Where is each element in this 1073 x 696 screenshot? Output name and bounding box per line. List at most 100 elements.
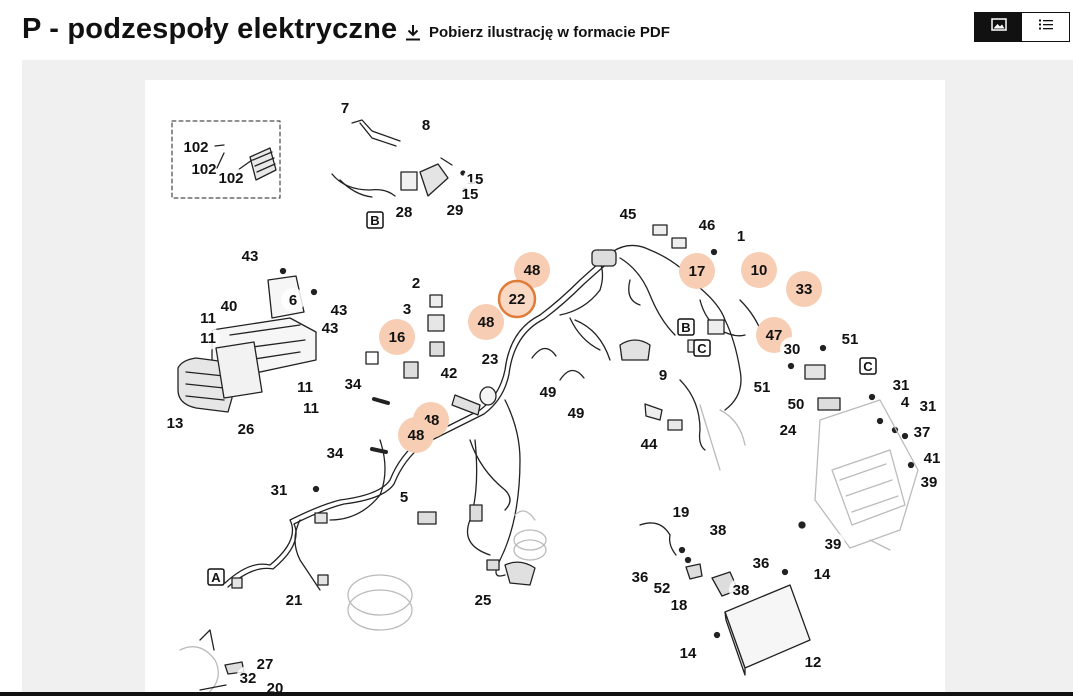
callout-highlight[interactable]	[786, 271, 822, 307]
callout-15: 15	[458, 182, 482, 206]
callout-3: 3	[395, 297, 419, 321]
callout-8: 8	[414, 113, 438, 137]
callout-label: 11	[200, 330, 216, 347]
connector-marker-label: B	[681, 320, 690, 335]
callout-48[interactable]: 48	[468, 304, 504, 340]
callout-28: 28	[392, 200, 416, 224]
callout-highlight[interactable]	[679, 253, 715, 289]
callout-bg	[281, 288, 305, 312]
callout-label: 16	[389, 329, 406, 346]
download-pdf-link[interactable]: Pobierz ilustrację w formacie PDF	[405, 24, 670, 41]
callout-bg	[414, 113, 438, 137]
callout-label: 13	[167, 415, 184, 432]
callout-bg	[669, 500, 693, 524]
list-icon	[1038, 18, 1054, 36]
callout-label: 4	[901, 394, 910, 411]
callout-42: 42	[437, 361, 461, 385]
callout-27: 27	[253, 652, 277, 676]
callout-bg	[616, 202, 640, 226]
callout-12: 12	[801, 650, 825, 674]
callout-16[interactable]: 16	[379, 319, 415, 355]
callout-2: 2	[404, 271, 428, 295]
callout-label: 43	[322, 320, 339, 337]
callout-bg	[536, 380, 560, 404]
callout-46: 46	[695, 213, 719, 237]
callout-label: 49	[540, 384, 557, 401]
callout-label: 48	[478, 314, 495, 331]
callout-label: 11	[200, 310, 216, 327]
callout-bg	[293, 375, 317, 399]
callout-37: 37	[910, 420, 934, 444]
callout-33[interactable]: 33	[786, 271, 822, 307]
callout-label: 8	[422, 117, 430, 134]
callout-bg	[238, 244, 262, 268]
callout-11: 11	[293, 375, 317, 399]
page-title: P - podzespoły elektryczne	[22, 13, 398, 45]
callout-label: 51	[754, 379, 771, 396]
callout-label: 30	[784, 341, 801, 358]
callout-22[interactable]: 22	[497, 279, 537, 319]
callout-label: 31	[893, 377, 910, 394]
callout-17[interactable]: 17	[679, 253, 715, 289]
callout-bg	[651, 363, 675, 387]
callout-48[interactable]: 48	[514, 252, 550, 288]
callout-highlight[interactable]	[514, 252, 550, 288]
callout-51: 51	[750, 375, 774, 399]
callout-bg	[458, 182, 482, 206]
connector-marker-b: B	[366, 211, 384, 229]
callout-label: 19	[673, 504, 690, 521]
callout-label: 36	[753, 555, 770, 572]
callout-highlight[interactable]	[398, 417, 434, 453]
callout-7: 7	[333, 96, 357, 120]
callout-43: 43	[327, 298, 351, 322]
callout-label: 21	[286, 592, 303, 609]
callout-label: 48	[524, 262, 541, 279]
callout-label: 29	[447, 202, 464, 219]
callout-bg	[917, 470, 941, 494]
connector-marker-box	[207, 568, 225, 586]
connector-marker-box	[859, 357, 877, 375]
callout-highlight[interactable]	[497, 279, 537, 319]
callout-label: 28	[396, 204, 413, 221]
callout-bg	[910, 420, 934, 444]
callout-label: 36	[632, 569, 649, 586]
callout-bg	[920, 446, 944, 470]
callout-label: 47	[766, 327, 783, 344]
callout-highlight[interactable]	[379, 319, 415, 355]
callout-highlight[interactable]	[468, 304, 504, 340]
callout-label: 11	[303, 400, 319, 417]
callout-bg	[750, 375, 774, 399]
callout-label: 38	[733, 582, 750, 599]
callout-18: 18	[667, 593, 691, 617]
callout-11: 11	[299, 396, 323, 420]
bottom-border	[0, 692, 1073, 696]
connector-marker-label: C	[863, 359, 873, 374]
callout-bg	[236, 666, 260, 690]
list-view-button[interactable]	[1022, 13, 1069, 41]
callout-label: 12	[805, 654, 822, 671]
page-header: P - podzespoły elektryczne Pobierz ilust…	[0, 0, 1073, 60]
callout-bg	[706, 518, 730, 542]
callout-19: 19	[669, 500, 693, 524]
callout-31: 31	[267, 478, 291, 502]
callout-48[interactable]: 48	[398, 417, 434, 453]
callout-102: 102	[218, 166, 244, 190]
download-pdf-label: Pobierz ilustrację w formacie PDF	[429, 24, 670, 41]
connector-marker-box	[693, 339, 711, 357]
callout-label: 33	[796, 281, 813, 298]
callout-label: 24	[780, 422, 797, 439]
callout-bg	[184, 135, 208, 159]
image-view-button[interactable]	[975, 13, 1022, 41]
callout-label: 42	[441, 365, 458, 382]
callout-bg	[637, 432, 661, 456]
connector-marker-c: C	[859, 357, 877, 375]
callout-bg	[471, 588, 495, 612]
callout-label: 31	[920, 398, 937, 415]
callout-highlight[interactable]	[741, 252, 777, 288]
callout-bg	[893, 390, 917, 414]
callout-bg	[323, 441, 347, 465]
callout-10[interactable]: 10	[741, 252, 777, 288]
connector-marker-c: C	[693, 339, 711, 357]
connector-marker-label: A	[211, 570, 221, 585]
